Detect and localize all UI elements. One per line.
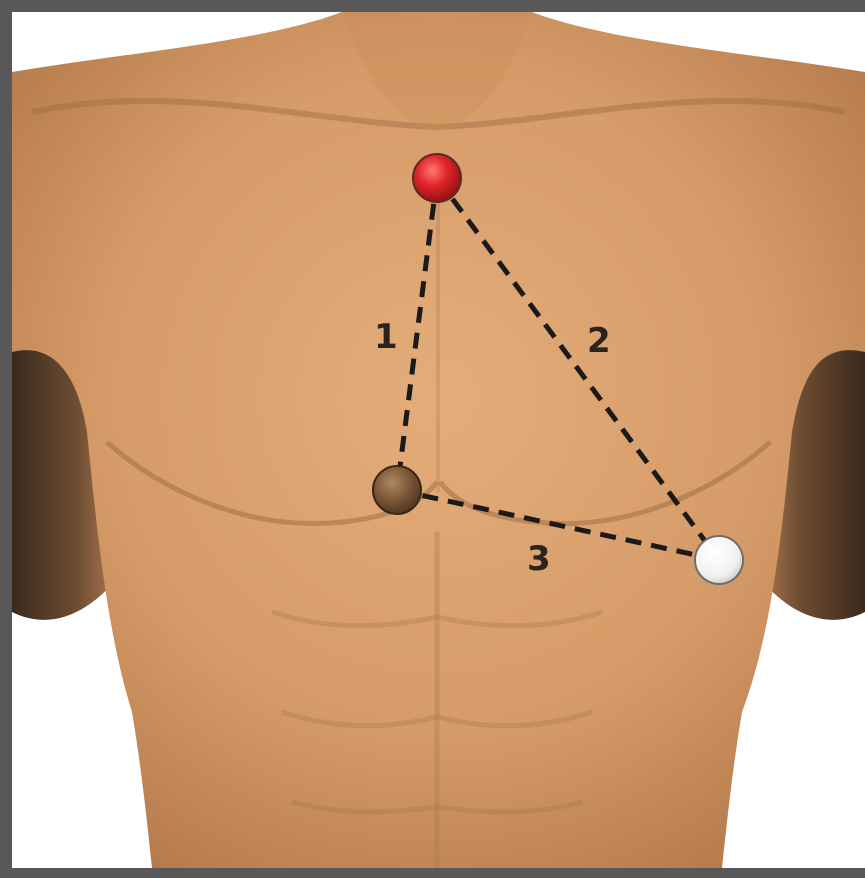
top-electrode[interactable] — [413, 154, 461, 202]
torso-illustration — [12, 12, 865, 868]
lead-3-label: 3 — [527, 539, 551, 579]
lead-1-label: 1 — [374, 317, 398, 357]
left-electrode[interactable] — [373, 466, 421, 514]
chest-electrode-diagram: 1 2 3 — [12, 12, 865, 868]
lead-2-label: 2 — [587, 321, 611, 361]
right-electrode[interactable] — [695, 536, 743, 584]
